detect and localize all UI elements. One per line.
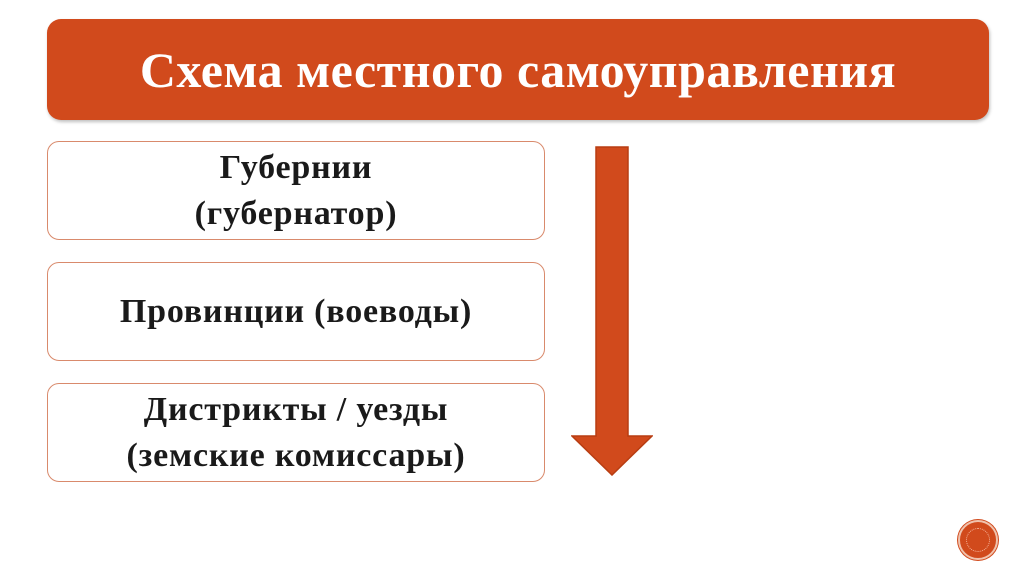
nav-button-ring	[966, 528, 990, 552]
level-line: (губернатор)	[194, 194, 398, 232]
title-banner: Схема местного самоуправления	[47, 19, 989, 120]
level-line: Провинции (воеводы)	[119, 292, 473, 330]
level-line: (земские комиссары)	[126, 436, 466, 474]
level-box-gubernii: Губернии (губернатор)	[47, 141, 545, 240]
level-text-distrikty: Дистрикты / уезды (земские комиссары)	[127, 387, 466, 479]
slide-title: Схема местного самоуправления	[139, 41, 897, 98]
level-line: Дистрикты / уезды	[143, 390, 449, 428]
next-slide-icon[interactable]	[958, 520, 998, 560]
level-box-provintsii: Провинции (воеводы)	[47, 262, 545, 361]
level-text-provintsii: Провинции (воеводы)	[120, 289, 472, 335]
down-arrow-icon	[571, 146, 653, 476]
level-line: Губернии	[219, 148, 373, 186]
level-text-gubernii: Губернии (губернатор)	[195, 145, 398, 237]
level-box-distrikty: Дистрикты / уезды (земские комиссары)	[47, 383, 545, 482]
